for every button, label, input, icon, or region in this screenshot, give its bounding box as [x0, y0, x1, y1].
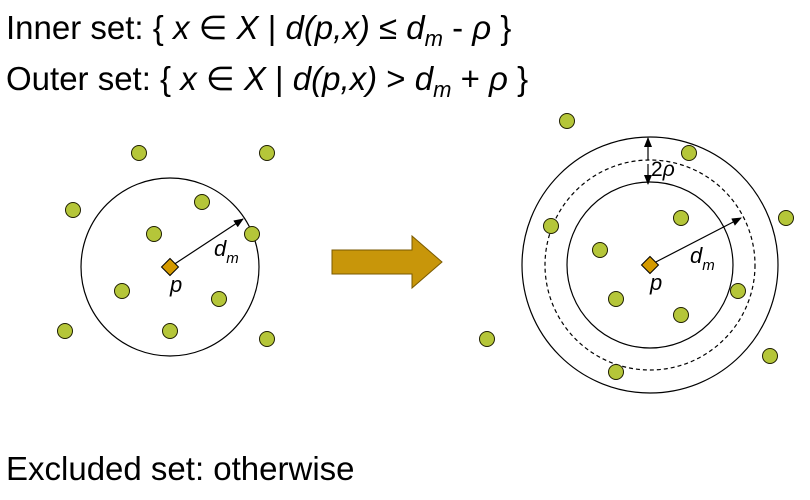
data-point	[57, 323, 73, 339]
data-point	[259, 145, 275, 161]
band-width-label: 2ρ	[651, 158, 675, 181]
data-point	[673, 307, 689, 323]
transition-arrow	[331, 234, 443, 290]
radius-label: dm	[214, 236, 239, 267]
data-point	[259, 331, 275, 347]
radius-arrow	[169, 218, 244, 268]
right-diagram: p dm 2ρ	[479, 113, 794, 394]
left-data-points	[57, 145, 275, 347]
ball-boundary	[80, 177, 260, 357]
data-point	[762, 348, 778, 364]
data-point	[162, 323, 178, 339]
data-point	[681, 145, 697, 161]
pivot-label: p	[169, 272, 182, 297]
data-point	[592, 242, 608, 258]
median-boundary	[544, 159, 756, 371]
pivot-point	[160, 257, 180, 277]
radius-arrow	[649, 217, 742, 266]
data-point	[778, 210, 794, 226]
data-point	[543, 218, 559, 234]
data-point	[131, 145, 147, 161]
outer-set-definition: Outer set: { x ∈ X | d(p,x) > dm + ρ }	[6, 60, 529, 102]
data-point	[194, 194, 210, 210]
data-point	[673, 210, 689, 226]
radius-label: dm	[690, 243, 715, 274]
excluded-set-definition: Excluded set: otherwise	[6, 450, 355, 487]
data-point	[479, 331, 495, 347]
data-point	[211, 291, 227, 307]
data-point	[559, 113, 575, 129]
data-point	[114, 283, 130, 299]
pivot-label: p	[649, 270, 662, 295]
data-point	[244, 226, 260, 242]
data-point	[730, 283, 746, 299]
inner-set-definition: Inner set: { x ∈ X | d(p,x) ≤ dm - ρ }	[6, 9, 512, 51]
pivot-point	[640, 255, 660, 275]
left-diagram: p dm	[57, 145, 275, 357]
data-point	[608, 364, 624, 380]
data-point	[146, 226, 162, 242]
data-point	[65, 202, 81, 218]
right-data-points	[479, 113, 794, 380]
data-point	[608, 291, 624, 307]
